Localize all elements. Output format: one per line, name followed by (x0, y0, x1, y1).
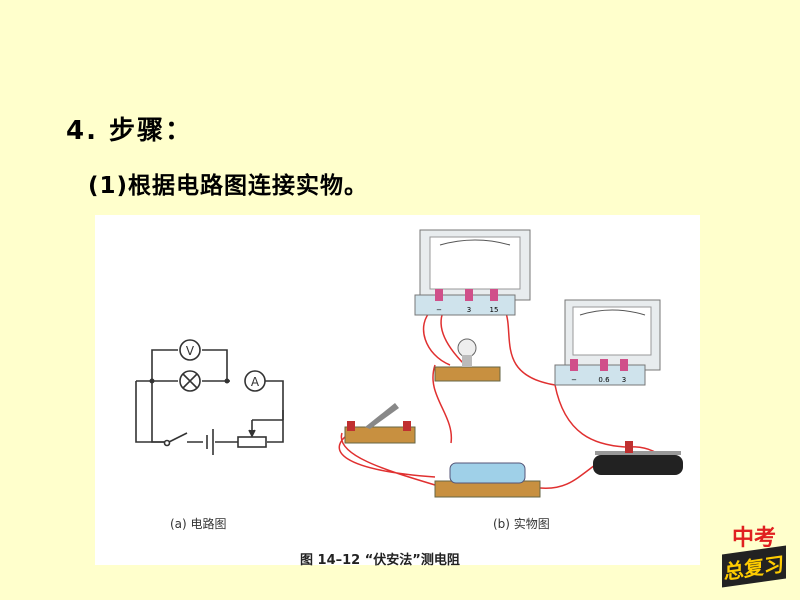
physical-diagram: − 3 15 − 0.6 3 (338, 229, 683, 498)
caption-b: (b) 实物图 (493, 517, 550, 531)
svg-text:3: 3 (467, 306, 471, 314)
caption-a: (a) 电路图 (170, 517, 227, 531)
svg-text:3: 3 (622, 376, 626, 384)
svg-text:−: − (436, 306, 442, 314)
svg-text:0.6: 0.6 (598, 376, 610, 384)
circuit-diagram: V A − 3 15 − 0.6 (135, 229, 683, 498)
svg-text:−: − (571, 376, 577, 384)
step-text: (1)根据电路图连接实物。 (88, 173, 369, 199)
figure: V A − 3 15 − 0.6 (95, 215, 700, 568)
ammeter: − 0.6 3 (554, 299, 661, 386)
svg-text:15: 15 (490, 306, 499, 314)
review-badge-logo: 中考 总复习 (722, 518, 788, 588)
figure-title: 图 14–12 “伏安法”测电阻 (300, 553, 460, 568)
lamp (434, 338, 501, 382)
ammeter-symbol: A (251, 375, 260, 389)
schematic (135, 339, 284, 455)
resistor (434, 462, 541, 498)
rheostat (593, 441, 683, 475)
voltmeter: − 3 15 (414, 229, 531, 316)
voltmeter-symbol: V (186, 344, 195, 358)
section-heading: 4. 步骤： (66, 116, 194, 146)
switch (344, 403, 416, 444)
